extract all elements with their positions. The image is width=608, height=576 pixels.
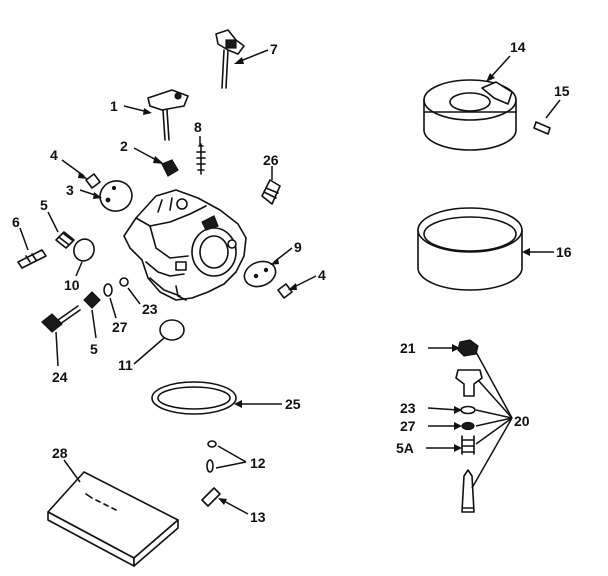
callout-label: 21 xyxy=(400,340,416,356)
callout-label: 23 xyxy=(142,301,158,317)
part-11-welch-plug xyxy=(159,319,185,341)
callout-label: 20 xyxy=(514,413,530,429)
callout-28: 28 xyxy=(52,445,81,483)
callout-label: 23 xyxy=(400,400,416,416)
part-20-needle-seat-assembly xyxy=(455,339,483,513)
callout-6: 6 xyxy=(12,214,29,251)
part-26-jet xyxy=(261,179,281,205)
callout-23-left: 23 xyxy=(127,287,158,317)
callout-label: 4 xyxy=(50,147,58,163)
part-24-mixture-screw xyxy=(41,305,81,333)
callout-7: 7 xyxy=(234,41,278,64)
callout-27-left: 27 xyxy=(109,297,128,335)
part-1-choke-shaft xyxy=(147,89,189,141)
callout-27-right: 27 xyxy=(400,418,462,434)
callout-label: 8 xyxy=(194,119,202,135)
part-5-spring-upper xyxy=(55,231,75,249)
part-15-pin xyxy=(533,121,551,135)
callout-label: 16 xyxy=(556,244,572,260)
callout-13: 13 xyxy=(218,498,266,525)
callout-16: 16 xyxy=(522,244,572,260)
part-6-screw xyxy=(17,249,47,269)
callout-10: 10 xyxy=(64,261,83,293)
callout-label: 14 xyxy=(510,39,526,55)
callout-14: 14 xyxy=(486,39,526,82)
callout-4-left: 4 xyxy=(50,147,88,179)
callout-25: 25 xyxy=(234,396,301,412)
callout-label: 27 xyxy=(112,319,128,335)
callout-label: 1 xyxy=(110,98,118,114)
callout-5-lower: 5 xyxy=(90,309,98,357)
part-7-throttle-shaft xyxy=(215,29,245,89)
part-14-float xyxy=(423,79,517,151)
part-9-throttle-plate xyxy=(243,260,277,288)
part-2-screw xyxy=(161,159,179,177)
part-13-needle xyxy=(201,487,221,507)
part-16-float-bowl xyxy=(417,207,523,291)
callout-label: 2 xyxy=(120,138,128,154)
callout-4-right: 4 xyxy=(288,267,326,290)
callout-11: 11 xyxy=(118,337,165,373)
part-8-spring xyxy=(196,143,206,175)
callout-label: 27 xyxy=(400,418,416,434)
part-4-screw-right xyxy=(277,283,293,299)
part-27-23-left xyxy=(103,277,129,297)
callout-label: 11 xyxy=(118,357,133,373)
callout-label: 5 xyxy=(40,197,48,213)
callout-label: 28 xyxy=(52,445,68,461)
callout-label: 5 xyxy=(90,341,98,357)
part-28-instruction-card xyxy=(47,471,179,567)
callout-label: 4 xyxy=(318,267,326,283)
callout-label: 6 xyxy=(12,214,20,230)
callout-label: 10 xyxy=(64,277,80,293)
callout-15: 15 xyxy=(545,83,570,119)
callout-label: 24 xyxy=(52,369,68,385)
part-4-screw-left xyxy=(85,173,101,189)
callout-2: 2 xyxy=(120,138,164,164)
callout-label: 15 xyxy=(554,83,570,99)
callout-5-upper: 5 xyxy=(40,197,59,233)
callout-label: 9 xyxy=(294,239,302,255)
callout-21: 21 xyxy=(400,340,460,356)
part-25-gasket-ring xyxy=(151,381,237,415)
callout-1: 1 xyxy=(110,98,152,115)
callout-26: 26 xyxy=(263,152,279,180)
callout-label: 26 xyxy=(263,152,279,168)
part-10-disc xyxy=(73,238,95,262)
callout-label: 5A xyxy=(396,440,414,456)
part-5-spring-lower xyxy=(83,291,101,309)
callout-label: 13 xyxy=(250,509,266,525)
part-3-choke-plate xyxy=(99,180,133,212)
callout-5A: 5A xyxy=(396,440,462,456)
callout-label: 7 xyxy=(270,41,278,57)
callout-23-right: 23 xyxy=(400,400,462,416)
callout-3: 3 xyxy=(66,182,102,199)
callout-label: 3 xyxy=(66,182,74,198)
callout-20: 20 xyxy=(471,351,530,489)
callout-label: 12 xyxy=(250,455,266,471)
callout-24: 24 xyxy=(52,331,68,385)
callout-12: 12 xyxy=(215,445,266,471)
callout-9: 9 xyxy=(270,239,302,265)
callout-8: 8 xyxy=(194,119,202,146)
carburetor-body xyxy=(123,189,247,301)
part-12-seals xyxy=(206,440,217,473)
callout-label: 25 xyxy=(285,396,301,412)
